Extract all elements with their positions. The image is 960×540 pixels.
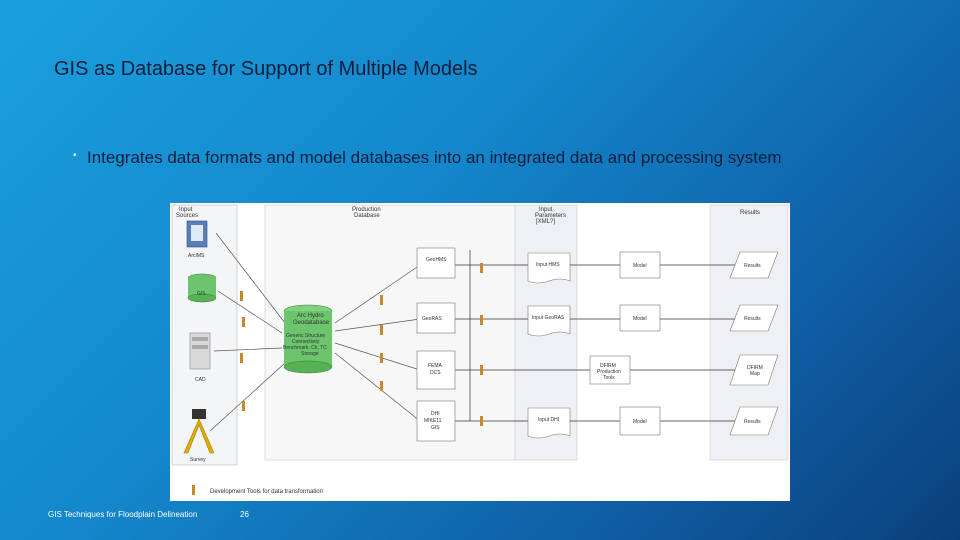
process-model-1: Model [633,263,647,269]
model-georas: GeoRAS [422,316,442,322]
cad-computer-icon [189,332,211,370]
results-header: Results [740,210,760,216]
model-geohms: GeoHMS [426,257,447,263]
arc-hydro-geodatabase [283,304,333,374]
arcims-icon [186,220,208,248]
slide-title: GIS as Database for Support of Multiple … [54,58,478,80]
result-4: Results [744,419,761,425]
process-model-2: Model [633,316,647,322]
survey-tripod-icon [183,409,215,454]
source-arcims: ArcIMS [188,253,205,259]
source-cad: CAD [195,377,206,383]
input-doc-dhi: Input DHI [538,417,559,423]
result-1: Results [744,263,761,269]
input-doc-hms: Input HMS [536,262,560,268]
source-gis: GIS [197,291,206,297]
geodatabase-notes: Generic Structure Connectivity Benchmark… [283,333,328,357]
process-model-4: Model [633,419,647,425]
result-2: Results [744,316,761,322]
input-doc-georas: Input GeoRAS [532,315,565,321]
bullet-dot: • [73,150,77,161]
legend-tool-icon [192,485,195,495]
source-survey: Survey [190,457,206,463]
gis-database-icon [187,273,217,303]
bullet-text: Integrates data formats and model databa… [87,148,782,167]
page-number: 26 [240,510,249,519]
footer-text: GIS Techniques for Floodplain Delineatio… [48,510,198,519]
legend-text: Development Tools for data transformatio… [210,489,323,495]
